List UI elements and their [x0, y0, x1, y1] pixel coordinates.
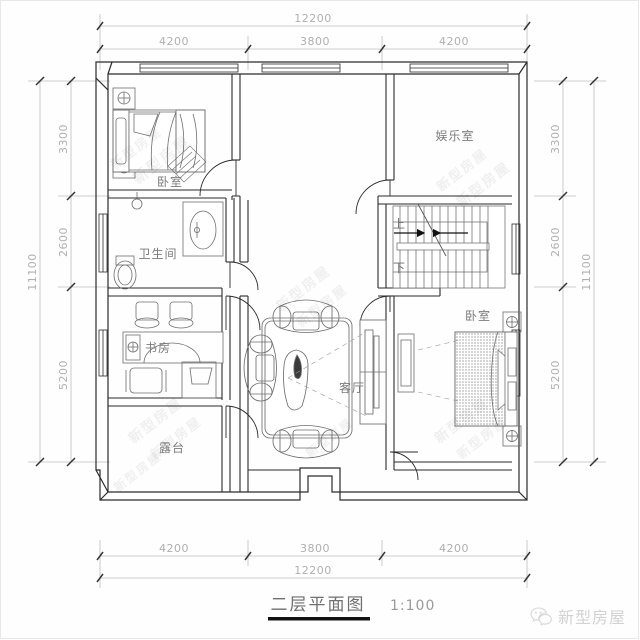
tv-cabinet [359, 319, 387, 425]
door-study [225, 295, 261, 331]
door-stair-lobby [389, 451, 419, 481]
bed-double-nw [112, 109, 207, 183]
title-block: 二层平面图 1:100 [268, 595, 435, 621]
nightstand-se-bottom [502, 425, 522, 447]
door-bathroom [229, 261, 259, 291]
window-group-left [98, 213, 108, 377]
stair-up-label: 上 [393, 217, 405, 231]
dim-bottom-seg-1: 4200 [159, 542, 189, 555]
dim-left-seg-2: 2600 [57, 227, 70, 257]
furniture-living-room [243, 299, 387, 459]
door-terrace [225, 405, 259, 439]
bed-double-se [454, 331, 518, 427]
window-left-bath [98, 213, 108, 273]
room-label-living-room: 客厅 [339, 380, 365, 395]
room-label-terrace: 露台 [159, 440, 185, 455]
chair-study-b [168, 301, 194, 329]
side-table-study [181, 361, 217, 399]
stair-handrail [396, 242, 490, 251]
dim-bottom-overall: 12200 [294, 564, 332, 577]
sofa-left [243, 334, 277, 402]
room-label-playroom: 娱乐室 [435, 128, 474, 143]
dim-bottom-seg-3: 4200 [439, 542, 469, 555]
stair-down-label: 下 [393, 261, 405, 275]
dim-left-seg-3: 5200 [57, 360, 70, 390]
coffee-table [283, 349, 309, 411]
dimension-group-left [28, 76, 110, 467]
dim-top-seg-1: 4200 [159, 35, 189, 48]
dim-right-overall: 11100 [580, 253, 593, 291]
window-left-study [98, 329, 108, 377]
bed-sight-lines [417, 339, 463, 403]
pillow-accent [167, 145, 207, 183]
title-underline [268, 617, 370, 621]
dim-right-seg-1: 3300 [549, 124, 562, 154]
furniture-bedroom-se [397, 311, 522, 447]
toilet [113, 255, 137, 290]
wardrobe-se [397, 333, 415, 393]
room-label-bathroom: 卫生间 [138, 247, 177, 261]
dim-left-overall: 11100 [26, 253, 39, 291]
door-swings [199, 159, 419, 481]
nightstand-se-top [502, 311, 522, 333]
staircase [392, 203, 506, 289]
chair-study-c [125, 367, 167, 394]
dimension-group-bottom [96, 540, 531, 588]
desk-study [122, 331, 224, 364]
door-playroom [355, 179, 391, 215]
carpet-living [261, 317, 353, 439]
dim-bottom-seg-2: 3800 [300, 542, 330, 555]
dim-top-seg-3: 4200 [439, 35, 469, 48]
outer-wall-inner-edge [107, 73, 520, 493]
pendant-light-bath [131, 192, 143, 210]
brand-footer: 新型房屋 [530, 604, 626, 628]
sofa-bottom [272, 425, 340, 459]
room-label-bedroom-nw: 卧室 [157, 174, 183, 189]
dim-top-seg-2: 3800 [300, 35, 330, 48]
chair-study-a [134, 301, 160, 329]
room-label-study: 书房 [145, 340, 171, 355]
stair-break-line [417, 203, 447, 257]
tv-sight-lines [287, 331, 367, 417]
wechat-icon [530, 606, 552, 626]
dim-top-overall: 12200 [294, 12, 332, 25]
window-top-mid [261, 63, 341, 73]
sofa-top [272, 299, 340, 333]
drawing-scale: 1:100 [390, 598, 435, 614]
dim-left-seg-1: 3300 [57, 124, 70, 154]
window-top-left [139, 63, 239, 73]
room-label-bedroom-se: 卧室 [465, 308, 491, 323]
dimension-group-right [534, 76, 606, 467]
dimension-group-top [96, 14, 531, 70]
furniture-bedroom-nw [112, 87, 207, 210]
nightstand-top [112, 87, 136, 110]
window-right-stair [511, 223, 521, 275]
window-top-right [409, 63, 509, 73]
window-group-top [139, 63, 509, 73]
door-bedroom-nw [199, 159, 237, 197]
furniture-study [122, 301, 224, 399]
dim-right-seg-2: 2600 [549, 227, 562, 257]
vanity-basin [182, 201, 224, 257]
stair-outline-inner [393, 221, 488, 273]
furniture-bathroom [113, 201, 224, 290]
brand-name: 新型房屋 [557, 608, 626, 627]
drawing-title: 二层平面图 [271, 595, 366, 615]
dim-right-seg-3: 5200 [549, 360, 562, 390]
